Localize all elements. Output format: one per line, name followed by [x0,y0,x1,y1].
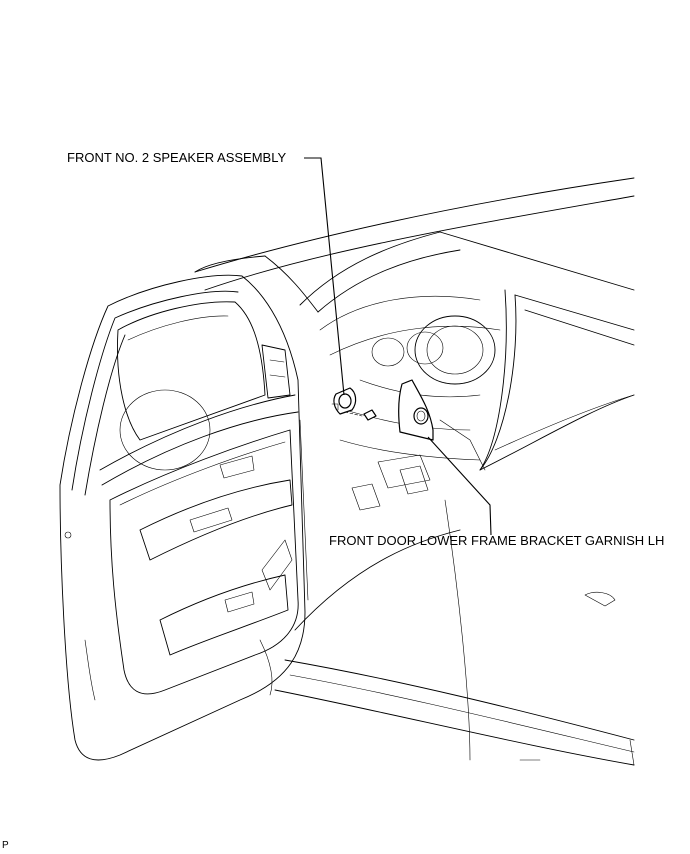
speaker-assembly-callout: FRONT NO. 2 SPEAKER ASSEMBLY [67,150,287,165]
roof-outline [194,177,635,291]
garnish-callout: FRONT DOOR LOWER FRAME BRACKET GARNISH L… [329,533,665,548]
door-lower-frame-garnish-part [398,379,434,441]
windshield-pillar [264,231,635,313]
leader-lines [304,157,492,536]
front-no2-speaker-part [331,387,377,421]
open-door [59,274,309,761]
floor-pedals [339,439,481,511]
body-side [444,289,635,761]
door-sill [274,529,635,766]
corner-mark: P [2,840,9,851]
